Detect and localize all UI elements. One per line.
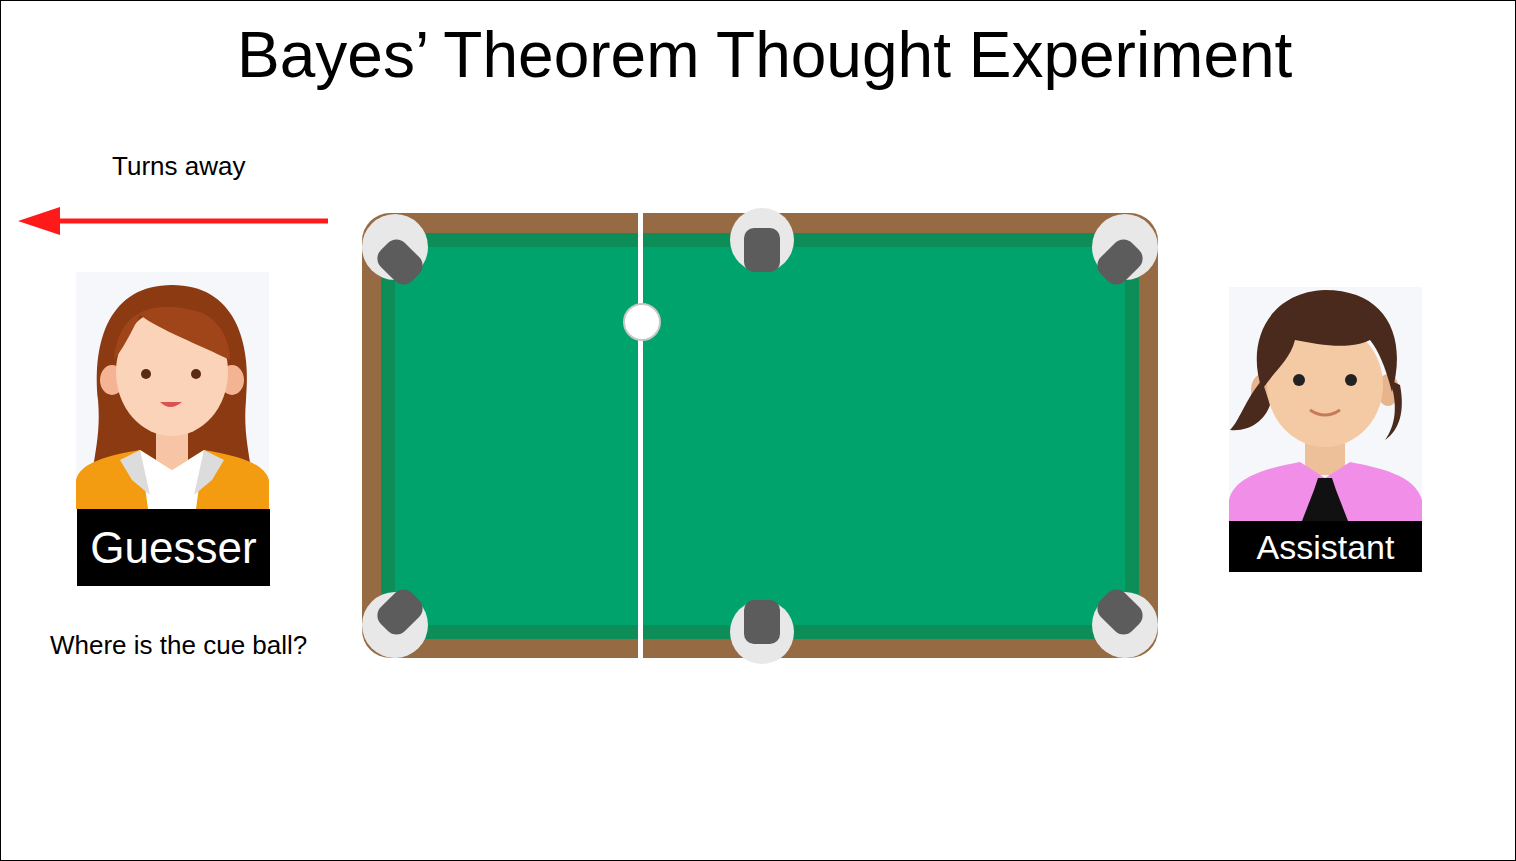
note-label: Turns away [112, 151, 245, 182]
arrow-head [18, 207, 60, 235]
name-label: Assistant [1257, 530, 1395, 564]
name-label-box: Guesser [77, 509, 270, 586]
assistant-avatar [1229, 287, 1422, 521]
guesser-avatar [76, 272, 269, 509]
note-label: Where is the cue ball? [50, 630, 307, 661]
title: Bayes’ Theorem Thought Experiment [237, 18, 1292, 92]
pool-table [362, 208, 1158, 664]
turn-arrow [50, 219, 328, 224]
name-label: Guesser [90, 526, 256, 570]
name-label-box: Assistant [1229, 521, 1422, 572]
